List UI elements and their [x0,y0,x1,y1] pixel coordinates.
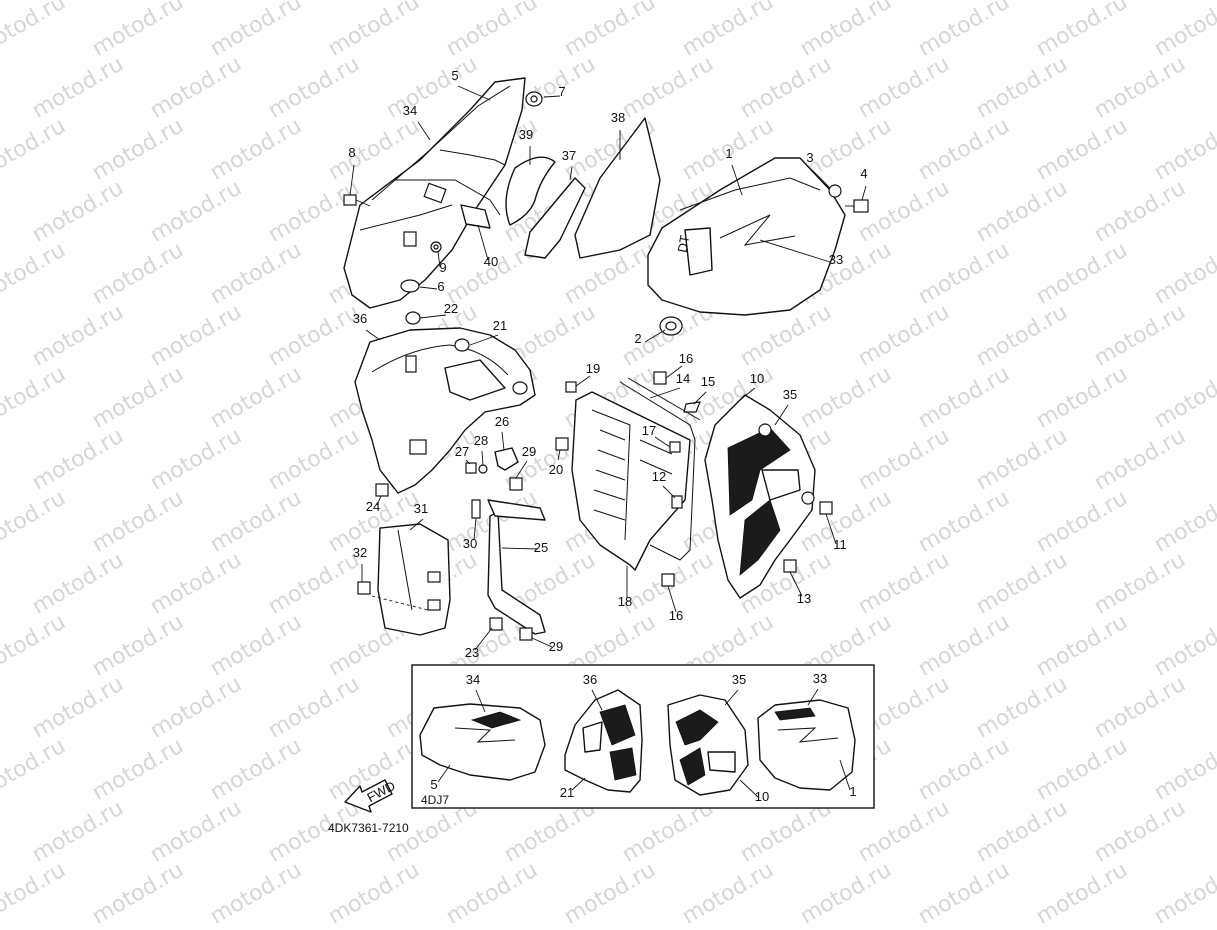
inset-part-36-shroud[interactable] [564,689,643,793]
callout-c4: 4 [860,166,867,181]
part-7-grommet[interactable] [525,91,543,107]
callout-c24: 24 [366,499,380,514]
part-11-bolt[interactable] [819,501,833,515]
callout-c19: 19 [586,361,600,376]
callout-c16a: 16 [679,351,693,366]
callout-c10a: 10 [750,371,764,386]
part-29-bolt-upper[interactable] [509,477,523,491]
callout-c21b: 21 [560,785,574,800]
part-3-grommet[interactable] [828,184,842,198]
callout-c29a: 29 [522,444,536,459]
callout-c29b: 29 [549,639,563,654]
inset-part-35-shroud[interactable] [667,689,759,798]
callout-c32: 32 [353,545,367,560]
part-34-left-side-cover[interactable] [343,77,526,309]
inset-model-code: 4DJ7 [421,793,450,807]
callout-c5b: 5 [430,777,437,792]
part-15-clip[interactable] [683,401,701,413]
fwd-label: FWD [364,778,397,805]
callout-c27: 27 [455,444,469,459]
callout-c40: 40 [484,254,498,269]
leader-lines [349,85,867,651]
part-31-lower-guard[interactable] [371,523,451,636]
callout-c36b: 36 [583,672,597,687]
fwd-arrow-icon [344,779,393,813]
part-25-bracket[interactable] [487,499,546,635]
callout-c17: 17 [642,423,656,438]
callout-c33b: 33 [813,671,827,686]
part-32-bolt[interactable] [357,581,371,595]
part-10-right-shroud[interactable] [704,394,816,599]
part-29-bolt-lower[interactable] [519,627,533,641]
callout-c2: 2 [634,331,641,346]
part-17-nut[interactable] [669,441,681,453]
callout-c31: 31 [414,501,428,516]
part-16-nut-lower[interactable] [661,573,675,587]
part-38-sheet[interactable] [574,117,661,259]
callout-c34a: 34 [403,103,417,118]
inset-part-34-side-cover[interactable] [419,689,546,783]
callout-c20: 20 [549,462,563,477]
part-24-bolt[interactable] [375,483,389,497]
callout-c1a: 1 [725,146,732,161]
callout-c13: 13 [797,591,811,606]
callout-c8: 8 [348,145,355,160]
part-4-bolt[interactable] [845,199,869,213]
drawing-code: 4DK7361-7210 [328,821,409,835]
callout-c6: 6 [437,279,444,294]
svg-text:DT: DT [675,234,693,254]
part-9-washer[interactable] [430,241,442,253]
callout-c37: 37 [562,148,576,163]
callout-c35b: 35 [732,672,746,687]
callout-c12: 12 [652,469,666,484]
part-40-damper[interactable] [460,204,491,229]
part-18-radiator-grille[interactable] [571,391,691,571]
part-19-nut[interactable] [565,381,577,393]
callout-c9: 9 [439,260,446,275]
callout-c11: 11 [833,537,847,552]
callout-c18: 18 [618,594,632,609]
callout-c7: 7 [558,84,565,99]
callout-c33a: 33 [829,252,843,267]
callout-c23: 23 [465,645,479,660]
part-12-nut[interactable] [671,495,683,509]
callout-c38: 38 [611,110,625,125]
part-30-clip[interactable] [471,499,481,519]
part-20-bolt[interactable] [555,437,569,451]
part-26-stay[interactable] [494,447,519,471]
callout-c10b: 10 [755,789,769,804]
callout-c34b: 34 [466,672,480,687]
callout-c36a: 36 [353,311,367,326]
callout-c25: 25 [534,540,548,555]
callout-c26: 26 [495,414,509,429]
callout-c5a: 5 [451,68,458,83]
callout-c28: 28 [474,433,488,448]
callout-c21a: 21 [493,318,507,333]
part-39-curved-damper[interactable] [505,156,556,226]
callout-c39: 39 [519,127,533,142]
part-23-nut[interactable] [489,617,503,631]
callout-c35a: 35 [783,387,797,402]
part-13-bolt[interactable] [783,559,797,573]
callout-c22: 22 [444,301,458,316]
callout-c30: 30 [463,536,477,551]
callout-c16b: 16 [669,608,683,623]
part-22-nut[interactable] [405,311,421,325]
part-1-right-side-cover[interactable]: DT [647,157,846,336]
inset-part-33-side-cover[interactable] [757,688,856,791]
part-28-washer[interactable] [478,464,488,474]
part-36-left-shroud[interactable] [354,327,536,494]
callout-c15: 15 [701,374,715,389]
callout-c3: 3 [806,150,813,165]
part-16-nut-upper[interactable] [653,371,667,385]
part-14-bracket[interactable] [619,377,701,561]
callout-c14: 14 [676,371,690,386]
part-37-sheet[interactable] [524,177,586,259]
part-27-bolt[interactable] [465,462,477,474]
callout-c1b: 1 [849,784,856,799]
